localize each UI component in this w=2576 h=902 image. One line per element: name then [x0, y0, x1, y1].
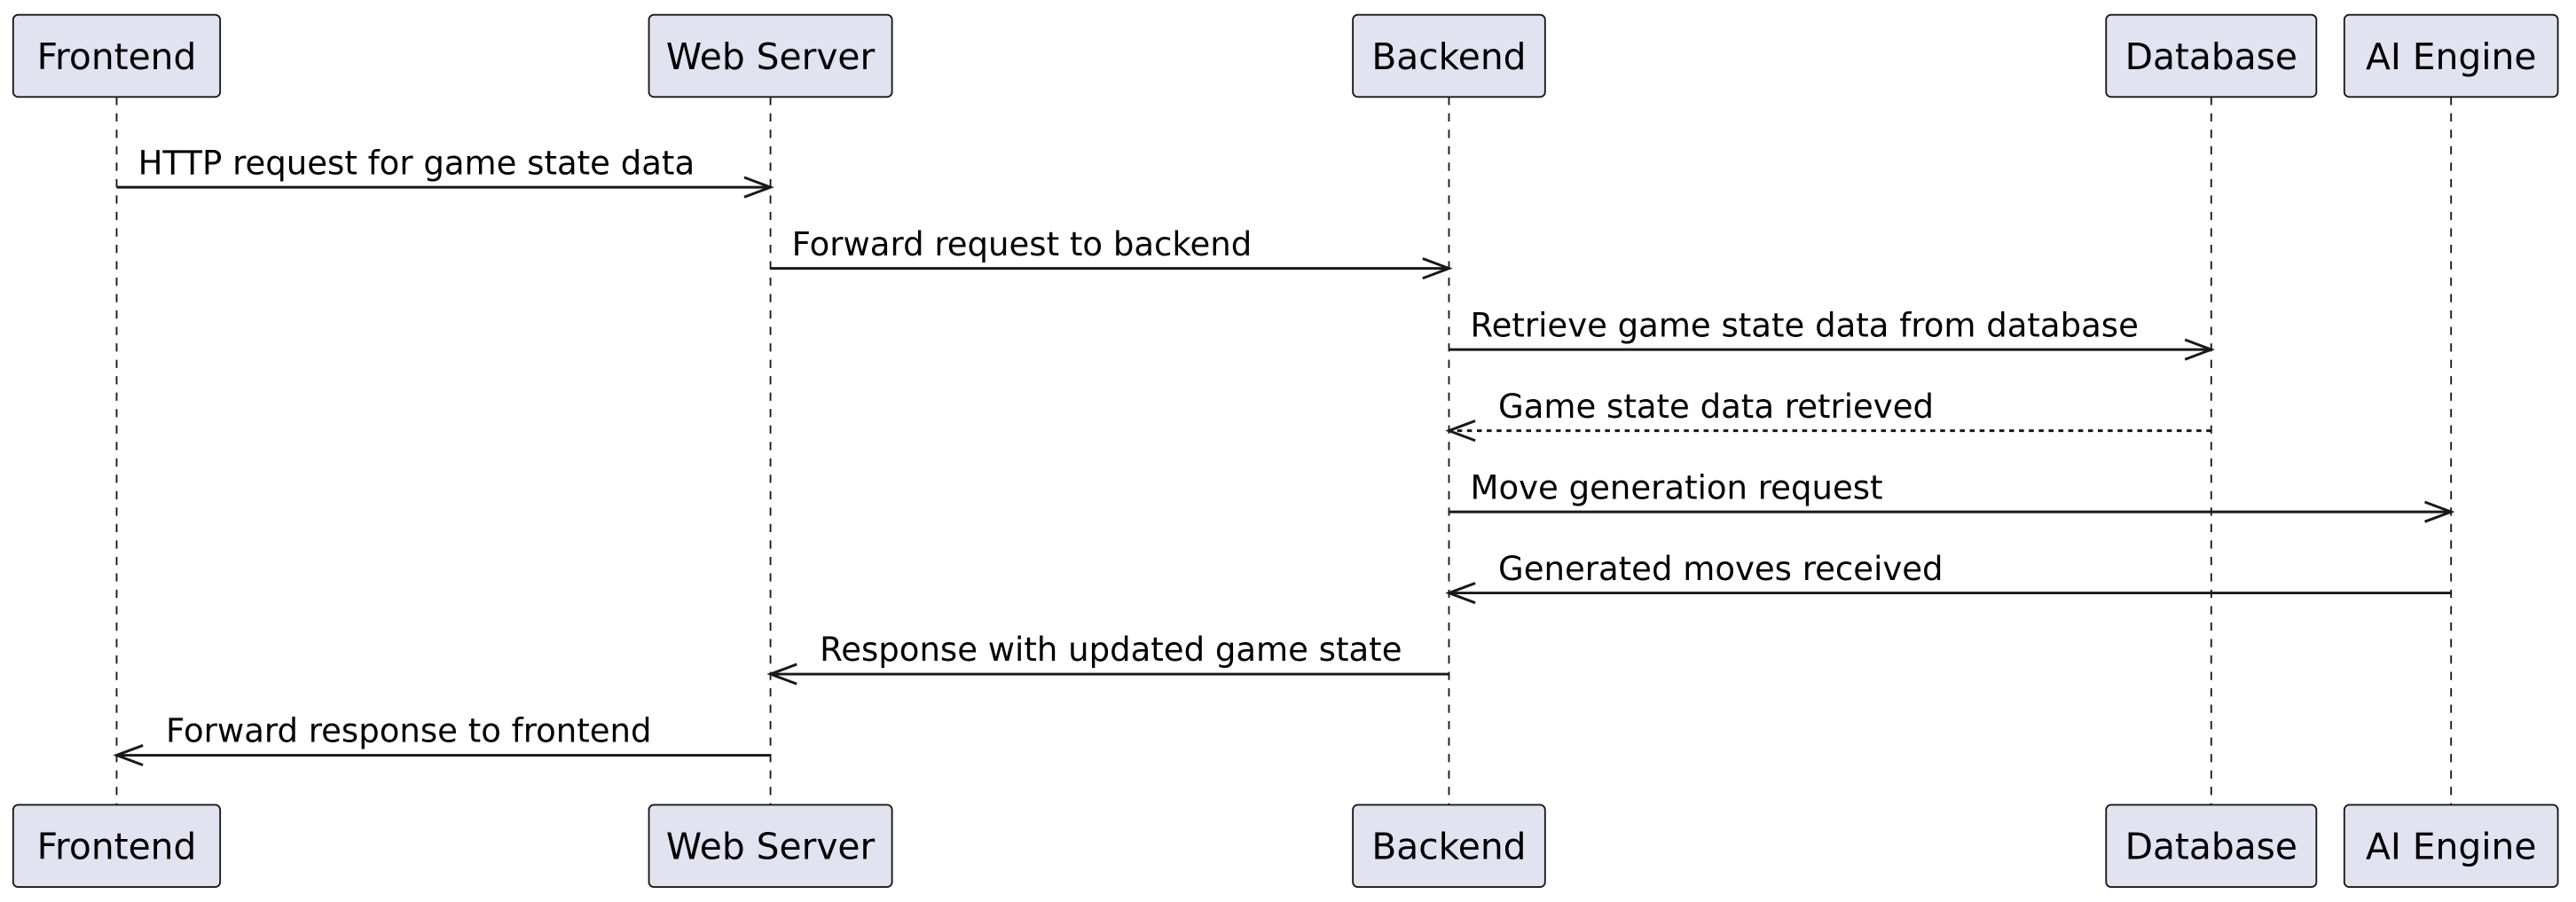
participant-label: Database — [2125, 35, 2297, 78]
message-label: HTTP request for game state data — [138, 144, 695, 182]
participants-bottom: Frontend Web Server Backend Database AI Engi… — [12, 804, 2559, 889]
message-1: HTTP request for game state data — [116, 144, 774, 199]
message-5: Move generation request — [1449, 468, 2455, 523]
participant-label: AI Engine — [2366, 826, 2536, 868]
participant-frontend-top: Frontend — [12, 13, 222, 98]
arrow-head-icon — [766, 663, 797, 686]
message-label: Generated moves received — [1498, 550, 1944, 588]
message-label: Response with updated game state — [820, 631, 1402, 669]
participant-box — [2105, 13, 2318, 98]
message-6: Generated moves received — [1445, 550, 2452, 605]
participant-label: Frontend — [37, 826, 197, 868]
participant-database-top: Database — [2105, 13, 2318, 98]
arrow-head-icon — [1445, 420, 1476, 443]
message-8: Forward response to frontend — [113, 712, 771, 767]
message-label: Forward request to backend — [792, 225, 1253, 263]
participant-label: Web Server — [666, 826, 876, 868]
messages: HTTP request for game state dataForward … — [113, 144, 2455, 767]
participant-box — [12, 804, 222, 889]
message-7: Response with updated game state — [766, 631, 1449, 686]
arrow-head-icon — [743, 176, 774, 199]
message-label: Forward response to frontend — [166, 712, 651, 750]
message-label: Game state data retrieved — [1498, 388, 1934, 426]
participant-box — [2105, 804, 2318, 889]
participant-aiengine-bottom: AI Engine — [2343, 804, 2559, 889]
arrow-head-icon — [2424, 500, 2455, 523]
participant-backend-top: Backend — [1352, 13, 1546, 98]
participant-label: AI Engine — [2366, 35, 2536, 78]
participant-webserver-top: Web Server — [648, 13, 893, 98]
participant-label: Database — [2125, 826, 2297, 868]
message-label: Move generation request — [1471, 468, 1883, 506]
participant-frontend-bottom: Frontend — [12, 804, 222, 889]
participant-database-bottom: Database — [2105, 804, 2318, 889]
arrow-head-icon — [1422, 257, 1453, 280]
message-2: Forward request to backend — [770, 225, 1453, 280]
participant-box — [2343, 13, 2559, 98]
arrow-head-icon — [113, 744, 144, 767]
participant-label: Web Server — [666, 35, 876, 78]
message-4: Game state data retrieved — [1445, 388, 2211, 443]
participant-backend-bottom: Backend — [1352, 804, 1546, 889]
participant-box — [1352, 13, 1546, 98]
lifelines — [115, 97, 2453, 805]
participant-label: Frontend — [37, 35, 197, 78]
participant-box — [648, 804, 893, 889]
arrow-head-icon — [2184, 338, 2216, 361]
participant-box — [2343, 804, 2559, 889]
message-label: Retrieve game state data from database — [1471, 306, 2139, 344]
participant-box — [648, 13, 893, 98]
message-3: Retrieve game state data from database — [1449, 306, 2216, 361]
participant-aiengine-top: AI Engine — [2343, 13, 2559, 98]
participants-top: Frontend Web Server Backend Database AI Engi… — [12, 13, 2559, 98]
participant-label: Backend — [1371, 35, 1526, 78]
participant-label: Backend — [1371, 826, 1526, 868]
participant-box — [1352, 804, 1546, 889]
participant-webserver-bottom: Web Server — [648, 804, 893, 889]
participant-box — [12, 13, 222, 98]
arrow-head-icon — [1445, 582, 1476, 605]
